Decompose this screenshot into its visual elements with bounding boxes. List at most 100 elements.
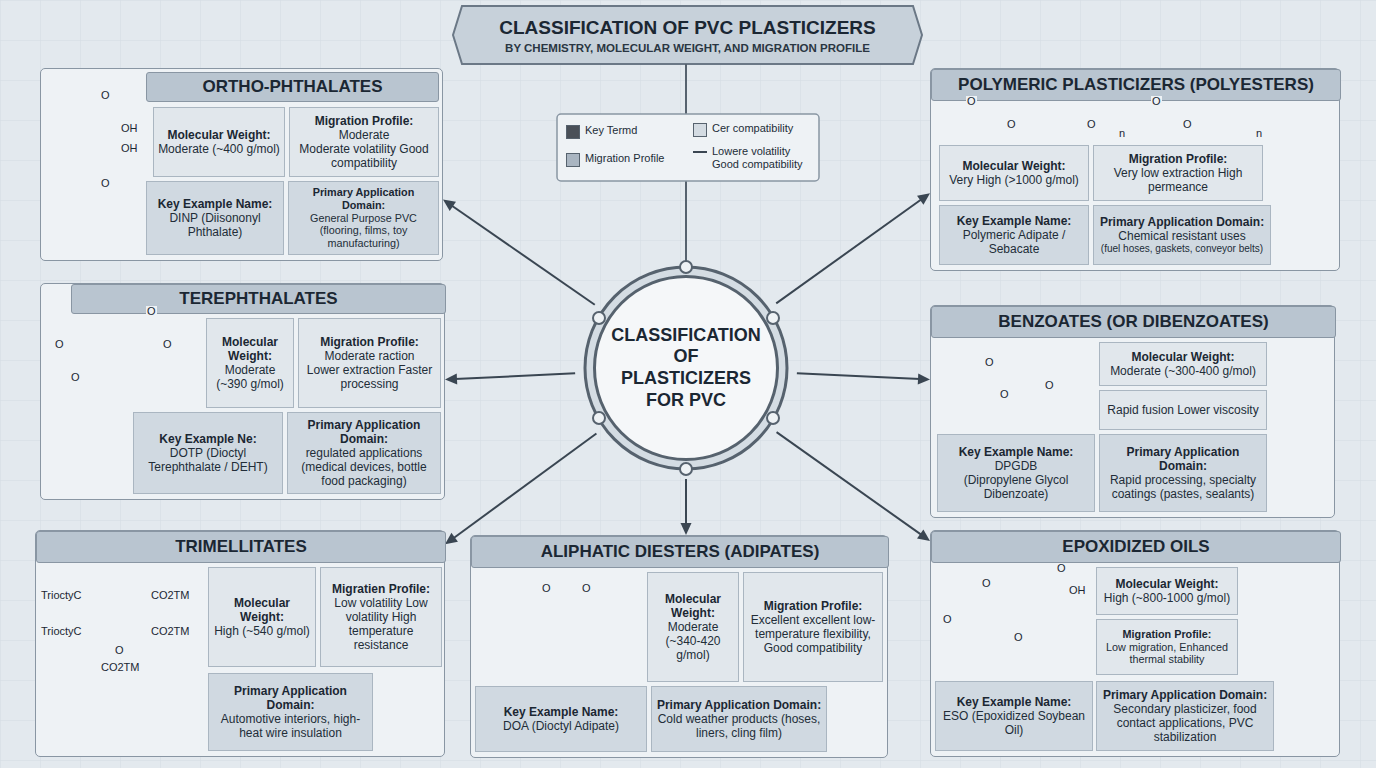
atom-label: O xyxy=(1086,119,1097,130)
cell-content: Primary Application Domain:Secondary pla… xyxy=(1101,688,1269,745)
panel-heading: ORTHO-PHTHALATES xyxy=(202,78,382,97)
atom-label: OH xyxy=(1068,585,1087,596)
property-cell: Key Example Name:Polymeric Adipate / Seb… xyxy=(939,205,1089,265)
connector-arrow xyxy=(776,193,930,303)
subtitle: BY CHEMISTRY, MOLECULAR WEIGHT, AND MIGR… xyxy=(505,42,870,54)
center-ring xyxy=(680,463,692,475)
property-cell: Migration Profile:Moderate ractionLower … xyxy=(298,318,441,408)
property-value: Very High (>1000 g/mol) xyxy=(944,173,1084,187)
property-value: ESO (Epoxidized Soybean Oil) xyxy=(940,709,1088,737)
panel-header: ALIPHATIC DIESTERS (ADIPATES) xyxy=(471,536,889,568)
connector-arrow xyxy=(777,432,930,541)
atom-label: n xyxy=(1255,128,1263,139)
legend-text: Cer compatibility xyxy=(712,122,820,135)
cell-content: Primary Application Domain:Cold weather … xyxy=(656,698,822,740)
property-label: Migration Profile: xyxy=(1098,152,1258,166)
cell-content: Key Example Name:ESO (Epoxidized Soybean… xyxy=(940,695,1088,737)
atom-label: O xyxy=(966,96,977,107)
connector-line xyxy=(777,432,922,535)
center-ring xyxy=(585,267,787,469)
connector-line xyxy=(685,479,687,525)
property-label: Key Example Name: xyxy=(942,445,1090,459)
property-cell: Molecular Weight:High (~800-1000 g/mol) xyxy=(1096,567,1238,615)
atom-label: O xyxy=(146,306,157,317)
legend-item: Key Termd xyxy=(566,124,693,139)
atom-label: CO2TM xyxy=(150,590,191,601)
property-value: High (~540 g/mol) xyxy=(213,624,311,638)
legend-line-sample xyxy=(693,151,707,153)
cell-content: Migration Profile:Excellent excellent lo… xyxy=(748,599,878,656)
property-label: Migration Profile: xyxy=(1101,628,1233,641)
legend-text: Migration Profile xyxy=(585,152,693,165)
property-label: Primary Application Domain: xyxy=(1101,688,1269,702)
category-panel: ALIPHATIC DIESTERS (ADIPATES) Molecular W… xyxy=(470,535,888,758)
property-label: Primary Application Domain: xyxy=(292,418,436,446)
center-ring xyxy=(593,412,605,424)
property-label: Primary Application Domain: xyxy=(213,684,368,712)
cell-content: Molecular Weight:Moderate (~300-400 g/mo… xyxy=(1104,350,1262,378)
atom-label: O xyxy=(162,339,173,350)
category-panel: TRIMELLITATES Molecular Weight:High (~540… xyxy=(35,530,445,757)
center-ring xyxy=(593,261,779,475)
legend-text: Key Termd xyxy=(585,124,693,137)
center-ring xyxy=(585,261,787,475)
panel-heading: TEREPHTHALATES xyxy=(179,290,337,309)
cell-content: Key Example Name:DPGDB(Dipropylene Glyco… xyxy=(942,445,1090,502)
property-value: Low volatility Low volatility High tempe… xyxy=(325,596,437,653)
property-cell: Migratien Profile:Low volatility Low vol… xyxy=(320,567,442,667)
connector-arrow xyxy=(445,434,596,545)
property-value: regulated applications (medical devices,… xyxy=(292,446,436,488)
arrow-head xyxy=(445,373,457,384)
atom-label: TrioctyC xyxy=(40,626,83,637)
property-cell: Molecular Weight:High (~540 g/mol) xyxy=(208,567,316,667)
cell-content: Primary Application Domain:Automotive in… xyxy=(213,684,368,741)
atom-label: O xyxy=(114,645,125,656)
connector-arrow xyxy=(443,200,595,305)
property-value: Rapid fusion Lower viscosity xyxy=(1104,403,1262,417)
panel-heading: TRIMELLITATES xyxy=(175,538,307,557)
cell-content: Molecular Weight:Moderate (~400 g/mol) xyxy=(158,128,280,156)
property-value: High (~800-1000 g/mol) xyxy=(1101,591,1233,605)
property-cell: Migration Profile:Excellent excellent lo… xyxy=(743,572,883,682)
legend-text: Lowere volatility Good compatibility xyxy=(712,145,820,171)
title-banner: CLASSIFICATION OF PVC PLASTICIZERSBY CHE… xyxy=(462,8,913,62)
property-value: Moderate (~400 g/mol) xyxy=(158,142,280,156)
arrow-head xyxy=(917,529,930,540)
atom-label: TrioctyC xyxy=(40,590,83,601)
atom-label: O xyxy=(1044,380,1055,391)
panel-header: ORTHO-PHTHALATES xyxy=(146,72,439,102)
legend-item: Lowere volatility Good compatibility xyxy=(693,145,820,171)
legend-swatch xyxy=(693,123,707,137)
atom-label: n xyxy=(1118,128,1126,139)
panel-header: TRIMELLITATES xyxy=(36,531,446,563)
cell-content: Key Example Name:DOA (Dioctyl Adipate) xyxy=(480,705,642,733)
title-banner-shape xyxy=(453,6,922,64)
property-value: Moderate volatility Good compatibility xyxy=(294,142,434,170)
property-label: Migration Profile: xyxy=(748,599,878,613)
property-value: (Dipropylene Glycol Dibenzoate) xyxy=(942,473,1090,501)
cell-content: Molecular Weight:Very High (>1000 g/mol) xyxy=(944,159,1084,187)
property-cell: Key Example Name:DOA (Dioctyl Adipate) xyxy=(475,686,647,752)
atom-label: CO2TM xyxy=(100,662,141,673)
property-label: Key Example Ne: xyxy=(138,432,278,446)
atom-label: O xyxy=(54,339,65,350)
cell-content: Migratien Profile:Low volatility Low vol… xyxy=(325,582,437,653)
connector-line xyxy=(451,205,595,305)
atom-label: O xyxy=(942,614,953,625)
property-label: Migratien Profile: xyxy=(325,582,437,596)
property-label: Molecular Weight: xyxy=(652,592,734,620)
legend-frame xyxy=(557,114,819,181)
property-cell: Molecular Weight:Very High (>1000 g/mol) xyxy=(939,145,1089,201)
property-cell: Migration Profile:Low migration, Enhance… xyxy=(1096,619,1238,675)
property-cell: Migration Profile:Very low extraction Hi… xyxy=(1093,145,1263,201)
property-label: Primary Application Domain: xyxy=(656,698,822,712)
property-value: DOA (Dioctyl Adipate) xyxy=(480,719,642,733)
property-value: Moderate (~340-420 g/mol) xyxy=(652,620,734,662)
atom-label: O xyxy=(999,389,1010,400)
property-label: Key Example Name: xyxy=(151,197,279,211)
connector-line xyxy=(797,373,920,379)
property-value: Lower extraction Faster processing xyxy=(303,363,436,391)
property-label: Molecular Weight: xyxy=(213,596,311,624)
property-value: Chemical resistant uses xyxy=(1098,229,1266,243)
